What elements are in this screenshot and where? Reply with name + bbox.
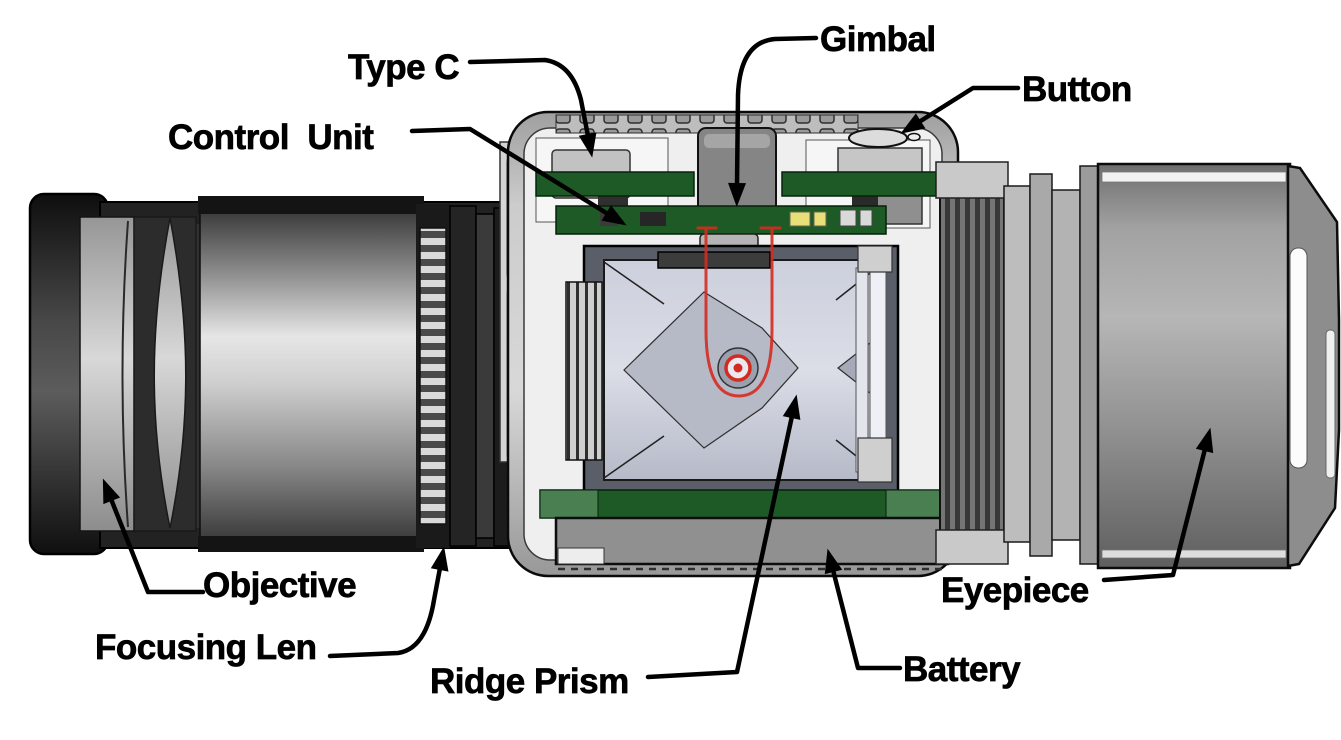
power-button-dome bbox=[848, 128, 908, 148]
gimbal-bracket-outline bbox=[696, 226, 782, 398]
focusing-lens-cylinder bbox=[199, 211, 419, 541]
pcb-component-yellow-1 bbox=[789, 211, 811, 227]
focusing-gear-ring bbox=[419, 227, 447, 525]
label-type-c: Type C bbox=[348, 48, 460, 87]
label-control-unit: Control Unit bbox=[168, 118, 375, 157]
battery-block bbox=[554, 516, 950, 566]
eyepiece-barrel bbox=[1096, 162, 1292, 570]
gimbal-pivot-dot bbox=[733, 363, 743, 373]
leader-button bbox=[900, 85, 1021, 134]
leader-lines bbox=[102, 35, 1214, 680]
leader-objective bbox=[102, 478, 206, 595]
prism-spring-stack bbox=[565, 281, 603, 461]
label-button: Button bbox=[1022, 70, 1133, 109]
thread-ring bbox=[939, 195, 1005, 537]
label-objective: Objective bbox=[203, 566, 357, 605]
eyepiece-assembly bbox=[1003, 162, 1341, 570]
leader-eyepiece bbox=[1101, 427, 1214, 583]
leader-battery bbox=[824, 548, 903, 671]
pcb-component-yellow-2 bbox=[813, 211, 827, 227]
lower-pcb bbox=[539, 489, 945, 519]
label-focusing-len: Focusing Len bbox=[95, 628, 318, 667]
objective-assembly bbox=[28, 192, 521, 556]
leader-gimbal bbox=[728, 35, 819, 207]
leader-control-unit bbox=[409, 126, 627, 226]
eyepiece-coupler bbox=[935, 161, 1009, 565]
upper-pcb-right bbox=[781, 171, 937, 197]
leader-type-c bbox=[467, 57, 597, 158]
objective-lens-element-2 bbox=[153, 217, 187, 529]
label-eyepiece: Eyepiece bbox=[941, 571, 1090, 610]
label-battery: Battery bbox=[903, 650, 1021, 689]
label-gimbal: Gimbal bbox=[820, 20, 937, 59]
label-ridge-prism: Ridge Prism bbox=[430, 662, 630, 701]
main-body bbox=[506, 110, 960, 578]
leader-ridge-prism bbox=[645, 394, 801, 680]
leader-focusing-len bbox=[327, 546, 449, 659]
